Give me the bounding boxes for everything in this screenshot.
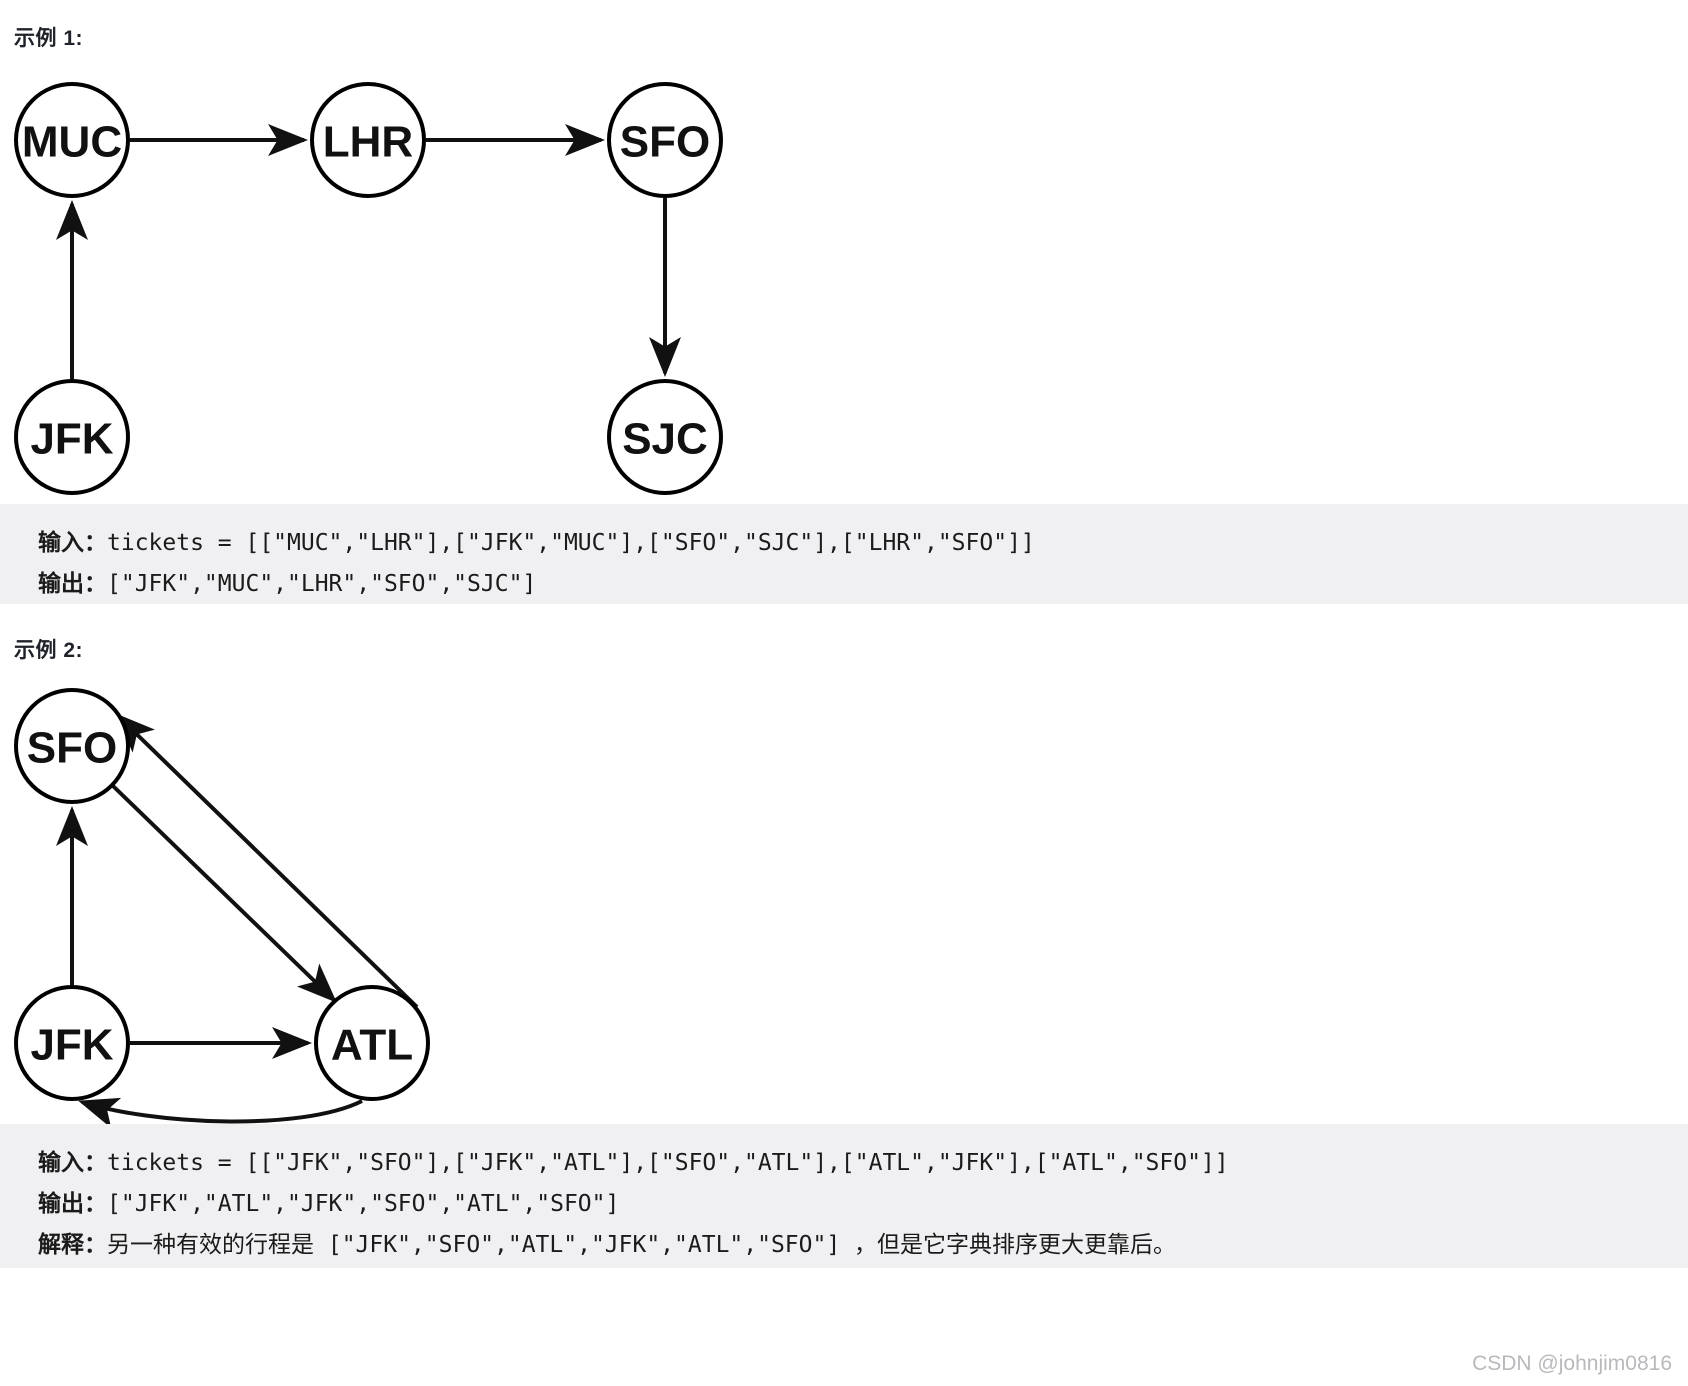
node-sjc: SJC (607, 379, 723, 495)
example-1-output-label: 输出： (38, 570, 107, 596)
example-1-code-block: 输入：tickets = [["MUC","LHR"],["JFK","MUC"… (0, 504, 1688, 604)
example-1-output-line: 输出：["JFK","MUC","LHR","SFO","SJC"] (0, 563, 1688, 604)
node-jfk: JFK (14, 985, 130, 1101)
example-1-output-value: ["JFK","MUC","LHR","SFO","SJC"] (107, 571, 537, 597)
example-2-output-value: ["JFK","ATL","JFK","SFO","ATL","SFO"] (107, 1191, 620, 1217)
node-sfo: SFO (607, 82, 723, 198)
example-2-explain-line: 解释：另一种有效的行程是 ["JFK","SFO","ATL","JFK","A… (0, 1224, 1688, 1265)
example-2-graph: SFO JFK ATL (14, 688, 430, 1129)
example-1-graph: MUC LHR SFO JFK SJC (14, 82, 723, 495)
node-lhr: LHR (310, 82, 426, 198)
example-2-input-value: tickets = [["JFK","SFO"],["JFK","ATL"],[… (107, 1150, 1229, 1176)
node-muc-label: MUC (22, 118, 122, 167)
node-lhr-label: LHR (323, 118, 413, 167)
example-2-code-block: 输入：tickets = [["JFK","SFO"],["JFK","ATL"… (0, 1124, 1688, 1268)
node-muc: MUC (14, 82, 130, 198)
example-1-input-line: 输入：tickets = [["MUC","LHR"],["JFK","MUC"… (0, 522, 1688, 563)
example-2-input-label: 输入： (38, 1149, 107, 1175)
edge-atl-to-sfo (115, 713, 419, 1009)
example-2-explain-value: 另一种有效的行程是 ["JFK","SFO","ATL","JFK","ATL"… (107, 1232, 1177, 1258)
node-jfk-label: JFK (30, 1021, 113, 1070)
node-sfo-label: SFO (620, 118, 710, 167)
node-sjc-label: SJC (622, 415, 708, 464)
example-2-explain-label: 解释： (38, 1231, 107, 1257)
node-atl: ATL (314, 985, 430, 1101)
example-1-heading: 示例 1: (14, 27, 84, 50)
example-1-input-value: tickets = [["MUC","LHR"],["JFK","MUC"],[… (107, 530, 1035, 556)
example-2-heading: 示例 2: (14, 639, 84, 662)
node-sfo: SFO (14, 688, 130, 804)
node-jfk: JFK (14, 379, 130, 495)
node-sfo-label: SFO (27, 724, 117, 773)
csdn-watermark: CSDN @johnjim0816 (1472, 1352, 1672, 1375)
node-atl-label: ATL (331, 1021, 413, 1070)
example-2-output-line: 输出：["JFK","ATL","JFK","SFO","ATL","SFO"] (0, 1183, 1688, 1224)
edge-atl-to-jfk (78, 1097, 363, 1129)
example-1-input-label: 输入： (38, 529, 107, 555)
edge-sfo-to-atl (110, 783, 337, 1003)
node-jfk-label: JFK (30, 415, 113, 464)
example-2-output-label: 输出： (38, 1190, 107, 1216)
example-2-input-line: 输入：tickets = [["JFK","SFO"],["JFK","ATL"… (0, 1142, 1688, 1183)
